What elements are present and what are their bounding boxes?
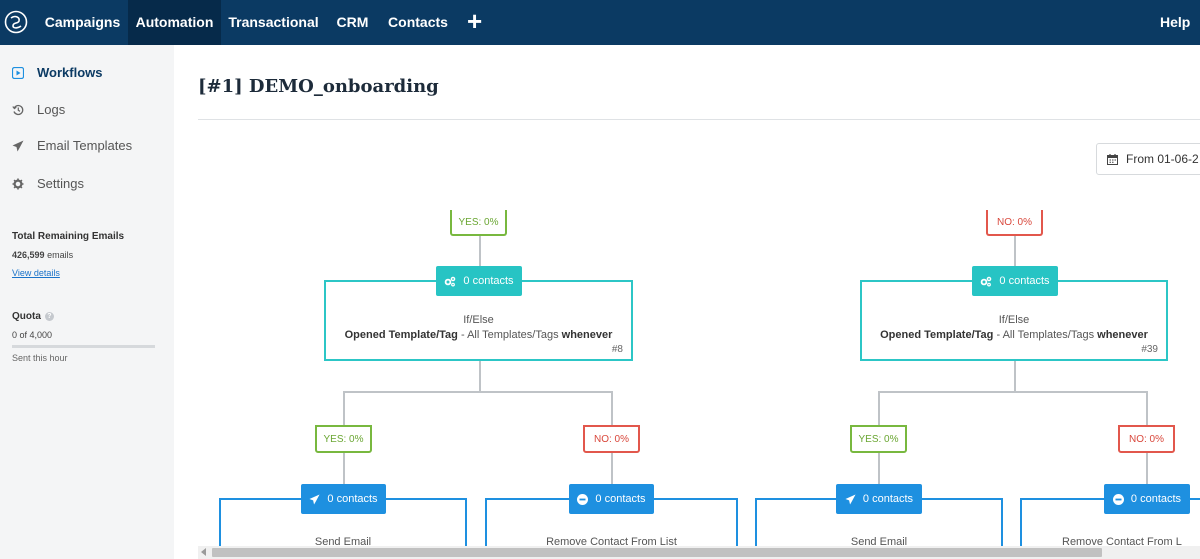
action-label: Send Email [850,536,908,548]
node-scope: All Templates/Tags [467,329,559,341]
quota-title: Quota ? [12,311,54,322]
sidebar-item-logs[interactable]: Logs [12,100,65,120]
remaining-emails-number: 426,599 [12,250,45,260]
cogs-icon [980,276,992,287]
history-icon [12,104,24,116]
date-range-label: From 01-06-2 [1126,152,1199,166]
play-square-icon [12,67,24,79]
connector-line [611,391,613,425]
contacts-badge[interactable]: 0 contacts [436,266,522,296]
node-action: Opened Template/Tag [344,329,458,341]
sidebar-item-label: Email Templates [37,138,133,153]
top-navbar: Campaigns Automation Transactional CRM C… [0,0,1200,45]
contacts-count: 0 contacts [862,493,914,505]
yes-branch-tag: YES: 0% [450,210,507,236]
no-branch-tag: NO: 0% [986,210,1043,236]
connector-line [1014,360,1016,392]
quota-progress-bar [12,345,155,348]
connector-line [343,391,613,393]
contacts-count: 0 contacts [595,493,646,505]
contacts-count: 0 contacts [999,275,1050,287]
contacts-badge[interactable]: 0 contacts [836,484,922,514]
yes-branch-tag: YES: 0% [850,425,907,453]
connector-line [1014,235,1016,266]
nav-contacts[interactable]: Contacts [388,14,448,30]
title-divider [198,119,1200,120]
nav-help[interactable]: Help [1160,14,1191,30]
action-label: Remove Contact From List [546,536,677,548]
scroll-left-arrow-icon[interactable] [201,548,206,556]
nav-transactional[interactable]: Transactional [228,14,319,30]
contacts-badge[interactable]: 0 contacts [972,266,1058,296]
paper-plane-icon [12,140,24,152]
minus-circle-icon [1112,493,1124,505]
remaining-emails-count: 426,599 emails [12,250,73,260]
node-description: Opened Template/Tag - All Templates/Tags… [880,329,1148,341]
node-scope: All Templates/Tags [1002,329,1095,341]
sidebar: Workflows Logs Email Templates Settings … [0,45,174,559]
node-id: #39 [1141,344,1158,355]
contacts-count: 0 contacts [1130,493,1182,505]
node-description: Opened Template/Tag - All Templates/Tags… [344,329,613,341]
quota-title-label: Quota [12,311,41,322]
add-nav-plus-icon[interactable]: + [467,6,483,36]
scrollbar-thumb[interactable] [212,548,1102,557]
sidebar-item-label: Workflows [37,65,103,80]
quota-note: Sent this hour [12,353,68,363]
nav-automation[interactable]: Automation [128,0,221,45]
remaining-emails-title: Total Remaining Emails [12,231,125,242]
sidebar-item-email-templates[interactable]: Email Templates [12,136,132,156]
contacts-badge[interactable]: 0 contacts [1104,484,1190,514]
connector-line [611,452,613,485]
connector-line [1146,391,1148,425]
horizontal-scrollbar[interactable] [198,546,1200,559]
no-branch-tag: NO: 0% [1118,425,1175,453]
date-range-button[interactable]: From 01-06-2 [1096,143,1200,175]
gear-icon [12,178,24,190]
sidebar-item-settings[interactable]: Settings [12,174,84,194]
node-when: whenever [561,329,613,341]
cogs-icon [444,276,456,287]
sendinblue-logo-icon[interactable] [4,10,28,34]
yes-branch-tag: YES: 0% [315,425,372,453]
nav-campaigns[interactable]: Campaigns [44,14,121,30]
sidebar-item-label: Logs [37,102,66,117]
connector-line [343,452,345,485]
node-type: If/Else [998,314,1030,326]
connector-line [878,391,1148,393]
calendar-icon [1107,153,1118,165]
paper-plane-icon [845,493,856,505]
contacts-count: 0 contacts [463,275,514,287]
connector-line [479,235,481,266]
paper-plane-icon [309,493,320,505]
node-type: If/Else [463,314,494,326]
contacts-count: 0 contacts [327,493,378,505]
action-label: Remove Contact From L [1062,536,1182,548]
minus-circle-icon [577,493,589,505]
sidebar-item-workflows[interactable]: Workflows [12,63,103,83]
question-circle-icon[interactable]: ? [44,312,54,321]
contacts-badge[interactable]: 0 contacts [301,484,386,514]
remaining-emails-unit: emails [47,250,74,260]
connector-line [479,360,481,392]
node-when: whenever [1097,329,1148,341]
sidebar-item-label: Settings [37,176,84,191]
node-action: Opened Template/Tag [880,329,994,341]
connector-line [878,452,880,485]
action-label: Send Email [314,536,372,548]
contacts-badge[interactable]: 0 contacts [569,484,654,514]
connector-line [343,391,345,425]
node-id: #8 [611,344,623,355]
quota-value: 0 of 4,000 [12,330,53,340]
connector-line [878,391,880,425]
page-title: [#1] DEMO_onboarding [198,76,439,97]
view-details-link[interactable]: View details [12,268,60,278]
no-branch-tag: NO: 0% [583,425,640,453]
connector-line [1146,452,1148,485]
nav-crm[interactable]: CRM [336,14,369,30]
condition-node[interactable]: If/Else Opened Template/Tag - All Templa… [324,280,633,361]
